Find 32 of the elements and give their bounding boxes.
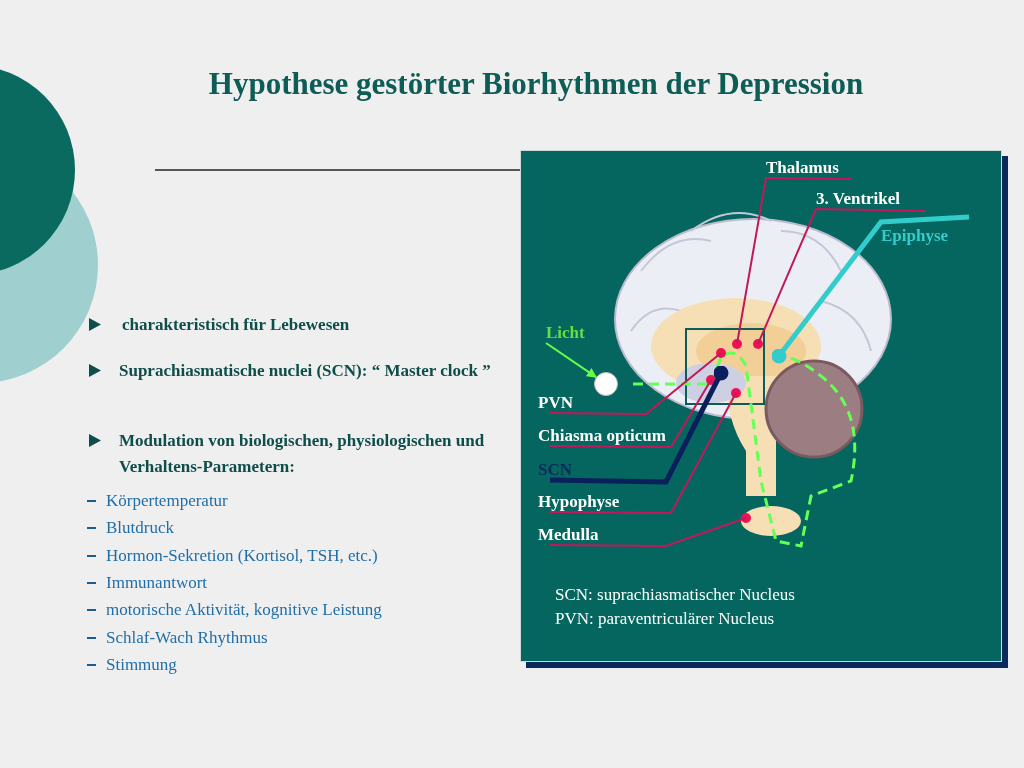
- structure-label: 3. Ventrikel: [816, 189, 901, 209]
- bullet-text: Suprachiasmatische nuclei (SCN): “ Master clock ”: [119, 360, 492, 382]
- structure-label: PVN: [538, 393, 573, 413]
- leader-line: [549, 352, 722, 415]
- slide-title: Hypothese gestörter Biorhythmen der Depression: [207, 66, 865, 102]
- leader-line: [757, 208, 927, 345]
- footnote-text: PVN: paraventriculärer Nucleus: [555, 609, 775, 629]
- bullet-text: charakteristisch für Lebewesen: [122, 314, 351, 336]
- footnote-text: SCN: suprachiasmatischer Nucleus: [555, 585, 795, 605]
- list-item: Immunantwort: [106, 571, 208, 594]
- light-label: Licht: [546, 323, 585, 343]
- eyeball-circle: [594, 372, 618, 396]
- bullet-text: Modulation von biologischen, physiologischen und Verhaltens-Parametern:: [119, 430, 486, 478]
- arrow: [545, 342, 598, 379]
- leader-line: [549, 365, 729, 485]
- structure-label: Epiphyse: [881, 226, 949, 246]
- structure-label: SCN: [538, 460, 572, 480]
- list-item: motorische Aktivität, kognitive Leistung: [106, 599, 382, 622]
- structure-label: Medulla: [538, 525, 599, 545]
- list-item: Schlaf-Wach Rhythmus: [106, 626, 268, 649]
- leader-line: [549, 379, 712, 448]
- structure-label: Chiasma opticum: [538, 426, 666, 446]
- leader-line: [549, 392, 737, 514]
- list-item: Körpertemperatur: [106, 490, 228, 512]
- list-item: Hormon-Sekretion (Kortisol, TSH, etc.): [106, 544, 378, 567]
- list-item: Stimmung: [106, 653, 177, 676]
- leader-line: [549, 517, 747, 547]
- structure-label: Thalamus: [766, 158, 839, 178]
- leader-line: [736, 177, 852, 345]
- list-item: Blutdruck: [106, 517, 174, 540]
- structure-label: Hypophyse: [538, 492, 620, 512]
- leader-line: [771, 214, 970, 364]
